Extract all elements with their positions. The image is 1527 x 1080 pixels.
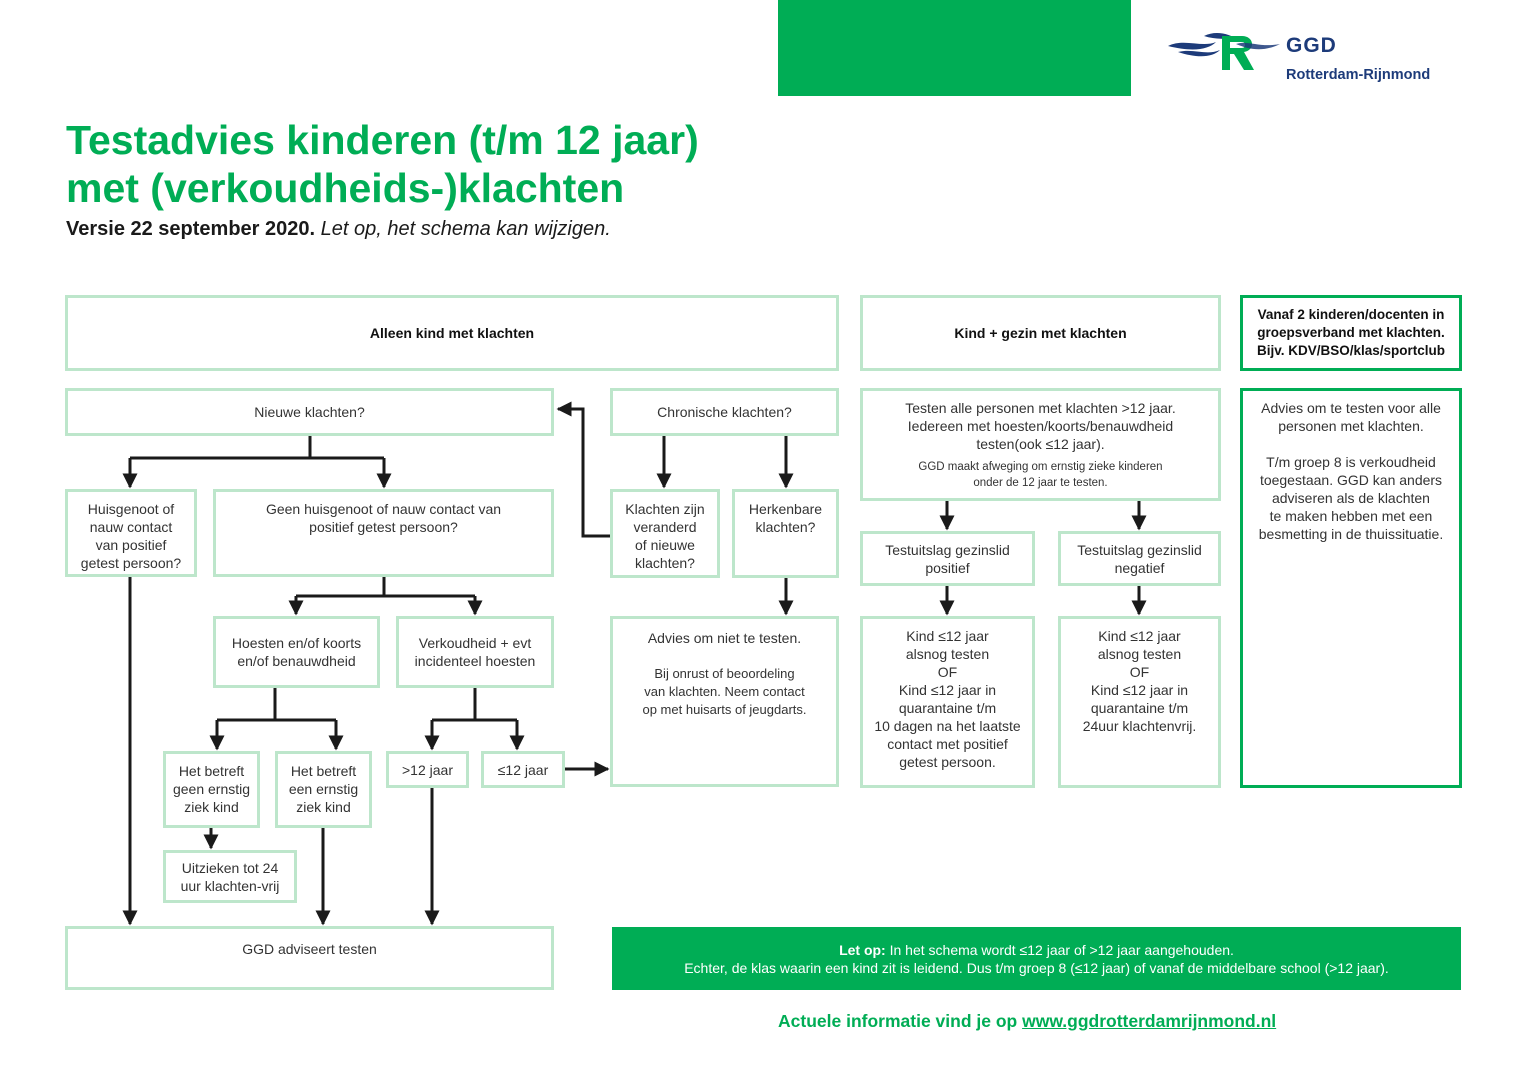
footer-link[interactable]: www.ggdrotterdamrijnmond.nl xyxy=(1022,1011,1277,1031)
node-uitslag-negatief: Testuitslag gezinslid negatief xyxy=(1058,531,1221,586)
column-kind-gezin: Kind + gezin met klachten xyxy=(860,295,1221,371)
version-italic: Let op, het schema kan wijzigen. xyxy=(320,218,611,240)
arrow-veranderd-to-nieuwe xyxy=(556,401,610,538)
note-let-op: Let op: In het schema wordt ≤12 jaar of … xyxy=(612,927,1461,990)
page-title: Testadvies kinderen (t/m 12 jaar) met (v… xyxy=(66,116,699,212)
note-line-1-text: In het schema wordt ≤12 jaar of >12 jaar… xyxy=(889,941,1234,958)
node-uitslag-positief: Testuitslag gezinslid positief xyxy=(860,531,1035,586)
column-groep: Vanaf 2 kinderen/docenten in groepsverba… xyxy=(1240,295,1462,371)
node-kind-negatief: Kind ≤12 jaar alsnog testen OF Kind ≤12 … xyxy=(1058,616,1221,788)
note-line-2: Echter, de klas waarin een kind zit is l… xyxy=(684,959,1389,976)
node-advies-niet-testen-detail: Bij onrust of beoordeling van klachten. … xyxy=(642,666,807,717)
node-klachten-veranderd-text: Klachten zijn veranderd of nieuwe klacht… xyxy=(625,501,705,571)
footer: Actuele informatie vind je op www.ggdrot… xyxy=(778,1011,1276,1032)
footer-text: Actuele informatie vind je op xyxy=(778,1011,1018,1031)
node-tm-12: ≤12 jaar xyxy=(481,751,565,788)
node-uitslag-positief-text: Testuitslag gezinslid positief xyxy=(885,541,1010,576)
node-nieuwe-klachten: Nieuwe klachten? xyxy=(65,388,554,436)
node-uitzieken: Uitzieken tot 24 uur klachten-vrij xyxy=(163,850,297,903)
node-kind-positief-text: Kind ≤12 jaar alsnog testen OF Kind ≤12 … xyxy=(874,628,1021,770)
node-groep-advies: Advies om te testen voor alle personen m… xyxy=(1240,388,1462,788)
note-line-1: Let op: In het schema wordt ≤12 jaar of … xyxy=(839,941,1234,959)
node-uitslag-negatief-text: Testuitslag gezinslid negatief xyxy=(1077,541,1202,576)
node-ggd-adviseert-testen: GGD adviseert testen xyxy=(65,926,554,990)
node-verkoudheid: Verkoudheid + evt incidenteel hoesten xyxy=(396,616,554,688)
node-gezin-testen-main: Testen alle personen met klachten >12 ja… xyxy=(905,400,1176,452)
node-klachten-veranderd: Klachten zijn veranderd of nieuwe klacht… xyxy=(610,489,720,578)
column-alleen-kind: Alleen kind met klachten xyxy=(65,295,839,371)
node-ouder-12: >12 jaar xyxy=(386,751,469,788)
ggd-logo-icon xyxy=(1168,33,1280,70)
title-line-2: met (verkoudheids-)klachten xyxy=(66,165,625,211)
node-hoesten-koorts: Hoesten en/of koorts en/of benauwdheid xyxy=(213,616,380,688)
node-uitzieken-text: Uitzieken tot 24 uur klachten-vrij xyxy=(180,859,280,894)
column-alleen-kind-label: Alleen kind met klachten xyxy=(369,325,535,341)
node-kind-positief: Kind ≤12 jaar alsnog testen OF Kind ≤12 … xyxy=(860,616,1035,788)
node-ernstig-ziek: Het betreft een ernstig ziek kind xyxy=(275,751,372,828)
node-kind-negatief-text: Kind ≤12 jaar alsnog testen OF Kind ≤12 … xyxy=(1082,628,1197,734)
node-geen-ernstig-ziek: Het betreft geen ernstig ziek kind xyxy=(163,751,260,828)
node-advies-niet-testen: Advies om niet te testen. Bij onrust of … xyxy=(610,616,839,787)
header-green-band xyxy=(778,0,1131,96)
node-huisgenoot-text: Huisgenoot of nauw contact van positief … xyxy=(80,501,182,571)
node-geen-huisgenoot-text: Geen huisgenoot of nauw contact van posi… xyxy=(265,501,502,535)
node-nieuwe-klachten-text: Nieuwe klachten? xyxy=(254,404,365,420)
node-chronische-klachten-text: Chronische klachten? xyxy=(657,404,792,420)
node-chronische-klachten: Chronische klachten? xyxy=(610,388,839,436)
node-hoesten-koorts-text: Hoesten en/of koorts en/of benauwdheid xyxy=(231,635,362,669)
node-tm-12-text: ≤12 jaar xyxy=(497,761,549,778)
node-gezin-testen: Testen alle personen met klachten >12 ja… xyxy=(860,388,1221,501)
node-geen-ernstig-ziek-text: Het betreft geen ernstig ziek kind xyxy=(172,763,251,815)
title-line-1: Testadvies kinderen (t/m 12 jaar) xyxy=(66,117,699,163)
column-kind-gezin-label: Kind + gezin met klachten xyxy=(954,325,1127,341)
node-advies-niet-testen-main: Advies om niet te testen. xyxy=(647,630,802,646)
node-gezin-testen-detail: GGD maakt afweging om ernstig zieke kind… xyxy=(918,461,1163,489)
node-herkenbare-klachten-text: Herkenbare klachten? xyxy=(748,501,823,535)
node-ouder-12-text: >12 jaar xyxy=(402,761,453,778)
node-groep-advies-text: Advies om te testen voor alle personen m… xyxy=(1258,400,1444,542)
node-ernstig-ziek-text: Het betreft een ernstig ziek kind xyxy=(288,763,359,815)
brand-region: Rotterdam-Rijnmond xyxy=(1286,67,1431,83)
node-herkenbare-klachten: Herkenbare klachten? xyxy=(732,489,839,578)
column-groep-label: Vanaf 2 kinderen/docenten in groepsverba… xyxy=(1256,307,1446,358)
node-geen-huisgenoot: Geen huisgenoot of nauw contact van posi… xyxy=(213,489,554,577)
node-verkoudheid-text: Verkoudheid + evt incidenteel hoesten xyxy=(414,635,536,669)
version-line: Versie 22 september 2020. Let op, het sc… xyxy=(66,218,611,241)
node-ggd-adviseert-testen-text: GGD adviseert testen xyxy=(242,941,377,957)
note-label: Let op: xyxy=(839,941,886,958)
version-bold: Versie 22 september 2020. xyxy=(66,218,316,240)
brand-name: GGD xyxy=(1286,34,1337,57)
node-huisgenoot: Huisgenoot of nauw contact van positief … xyxy=(65,489,197,577)
